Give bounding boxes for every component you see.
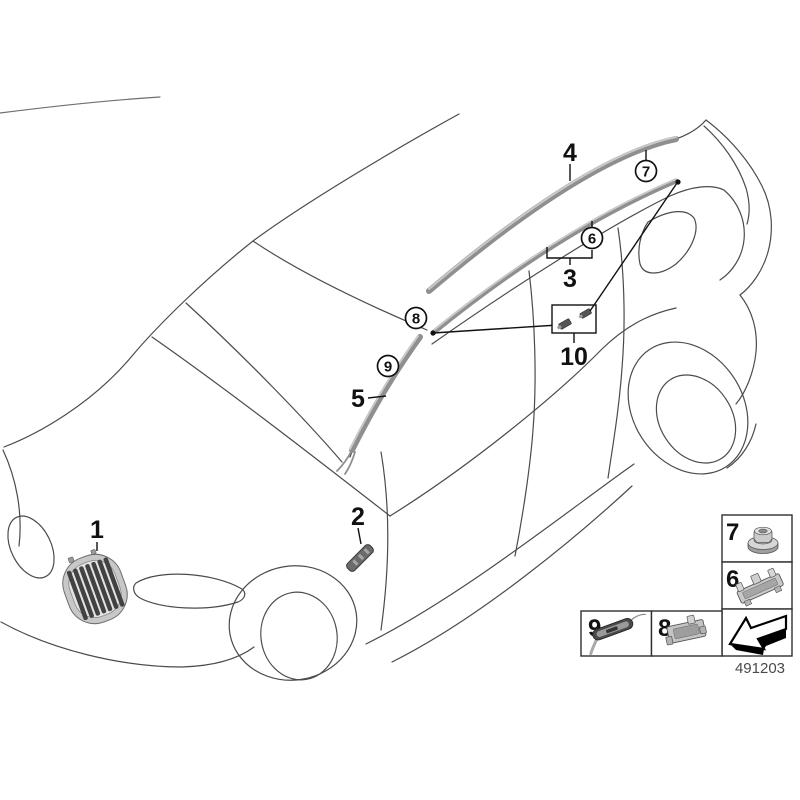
leader-2 xyxy=(357,527,362,545)
callout-10[interactable]: 10 xyxy=(560,343,588,371)
leader-8 xyxy=(432,324,559,334)
sill-top xyxy=(365,463,635,645)
d-pillar-line xyxy=(719,189,745,281)
callout-1[interactable]: 1 xyxy=(90,516,104,544)
roof-drip-molding xyxy=(431,178,679,335)
sill-bottom xyxy=(391,485,633,663)
front-tire xyxy=(260,591,338,681)
legend-box-7[interactable]: 7 xyxy=(721,514,793,563)
rear-wheel-arch xyxy=(627,341,749,475)
rear-quarter-line xyxy=(735,294,757,405)
rear-bumper-lower xyxy=(726,423,757,469)
quarter-window xyxy=(638,211,697,274)
roof-side-edge xyxy=(431,186,725,345)
grille-sensor-bump xyxy=(90,549,97,555)
clip-set-box[interactable] xyxy=(551,304,597,334)
legend-box-6[interactable]: 6 xyxy=(721,561,793,610)
far-roof-rail-line xyxy=(0,96,161,114)
legend: 7 6 xyxy=(580,514,793,677)
svg-text:9: 9 xyxy=(384,359,392,376)
callout-6[interactable]: 6 xyxy=(580,226,604,250)
bracket-3 xyxy=(546,247,593,265)
leader-10-diagonal xyxy=(589,182,678,312)
front-door-edge xyxy=(380,451,389,631)
vehicle-line-art xyxy=(0,96,772,681)
long-clip-icon xyxy=(735,567,784,607)
a-pillar-molding-highlight xyxy=(349,335,419,450)
b-pillar-line xyxy=(514,270,536,557)
a-pillar-molding-strand xyxy=(344,451,356,475)
a-pillar-molding xyxy=(349,334,423,453)
windshield-header xyxy=(252,240,428,331)
front-wheel-arch xyxy=(228,565,358,681)
callout-7[interactable]: 7 xyxy=(634,159,658,183)
roof-drip-molding-highlight xyxy=(433,178,677,331)
callout-9[interactable]: 9 xyxy=(376,354,400,378)
roof-rail-molding-highlight xyxy=(428,136,677,290)
headlight xyxy=(133,573,246,609)
bumper-left-contour xyxy=(2,449,21,547)
svg-text:7: 7 xyxy=(642,164,650,181)
leader-5 xyxy=(367,395,387,399)
legend-box-arrow[interactable] xyxy=(721,608,793,657)
callout-lines xyxy=(96,150,647,551)
hood-crease xyxy=(185,302,343,463)
kidney-grille xyxy=(62,549,128,625)
rear-glass-edge xyxy=(703,125,750,225)
fastener-dot xyxy=(430,330,436,336)
direction-arrow-icon xyxy=(728,614,788,655)
document-number: 491203 xyxy=(735,660,785,677)
clip-icon xyxy=(665,614,707,646)
rear-spoiler xyxy=(675,119,707,140)
bumper-lower-edge xyxy=(0,621,255,668)
callout-5[interactable]: 5 xyxy=(351,385,365,413)
callout-2[interactable]: 2 xyxy=(351,503,365,531)
flanged-nut-icon xyxy=(747,526,779,554)
roof-a-pillar-outline xyxy=(3,113,460,448)
callout-3[interactable]: 3 xyxy=(563,265,577,293)
end-piece-icon xyxy=(589,613,646,656)
roof-rail-molding xyxy=(426,136,679,294)
callout-4[interactable]: 4 xyxy=(563,139,577,167)
clip-glyph xyxy=(556,318,572,330)
legend-box-9[interactable]: 9 xyxy=(580,610,653,657)
fender-top-line xyxy=(151,336,391,517)
callout-8[interactable]: 8 xyxy=(404,306,428,330)
rear-door-edge xyxy=(607,227,625,479)
rear-tire xyxy=(655,374,737,464)
grille-sensor-bump xyxy=(67,556,75,564)
svg-text:8: 8 xyxy=(412,311,420,328)
svg-text:7: 7 xyxy=(726,519,739,546)
beltline xyxy=(389,307,677,517)
left-kidney-outline xyxy=(7,515,55,579)
rear-silhouette xyxy=(705,119,772,296)
a-pillar-molding-strand xyxy=(336,449,353,472)
legend-box-8[interactable]: 8 xyxy=(650,610,723,657)
svg-text:6: 6 xyxy=(588,231,596,248)
fender-trim xyxy=(346,544,374,572)
